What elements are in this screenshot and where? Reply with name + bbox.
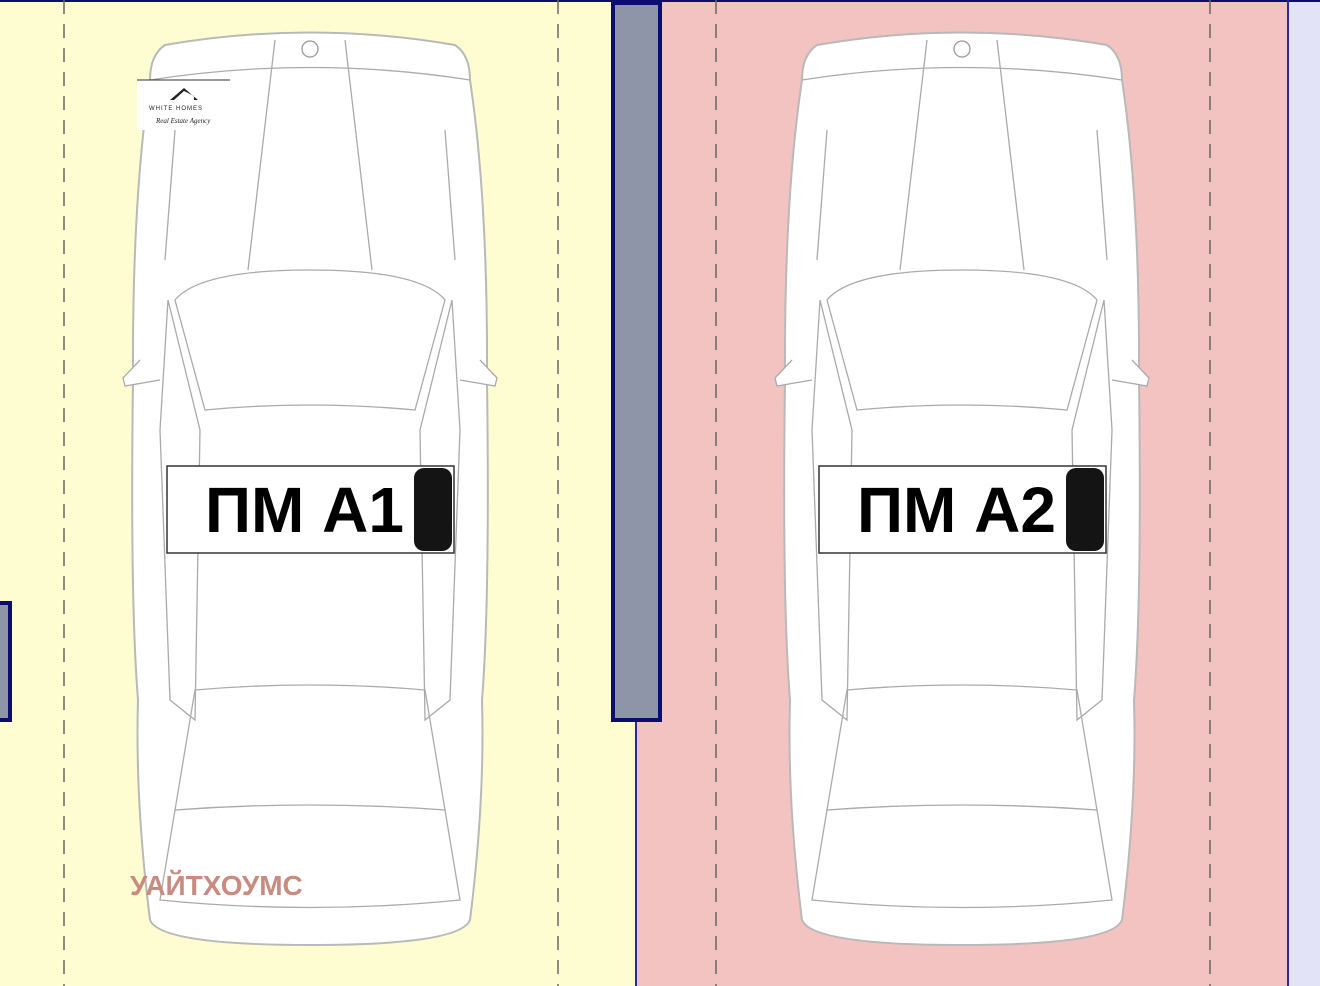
logo: WHITE HOMES Real Estate Agency [137,79,230,130]
redaction-blob [1066,468,1104,551]
plate-a1-label: ПМ А1 [205,474,404,546]
house-icon [170,88,198,100]
plate-a1: ПМ А1 [166,465,455,554]
redaction-blob [414,468,452,551]
svg-text:Real Estate Agency: Real Estate Agency [155,117,211,125]
svg-text:WHITE HOMES: WHITE HOMES [149,106,203,112]
structural-column-left [0,601,12,722]
plate-a2-label: ПМ А2 [857,474,1056,546]
plate-a2: ПМ А2 [818,465,1107,554]
watermark: УАЙТХОУМС [130,869,303,901]
dashed-guides [63,0,1211,986]
structural-column [611,1,662,722]
neighbor-area [1288,0,1320,986]
